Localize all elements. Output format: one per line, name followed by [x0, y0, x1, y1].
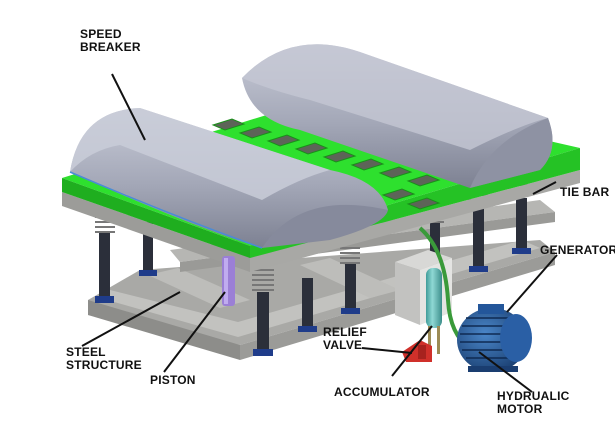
leader-speed-breaker — [111, 73, 146, 141]
label-generator: GENERATOR — [540, 243, 615, 257]
base-plate — [62, 170, 580, 272]
leader-lines — [81, 73, 558, 393]
label-steel-structure: STEEL STRUCTURE — [66, 345, 142, 372]
label-speed-breaker: SPEED BREAKER — [80, 27, 141, 54]
leader-piston — [163, 291, 226, 373]
label-hydraulic-motor: HYDRUALIC MOTOR — [497, 389, 570, 416]
leader-hydraulic-motor — [478, 351, 533, 393]
label-piston: PISTON — [150, 373, 196, 387]
hydraulic-housing — [395, 250, 452, 325]
hydraulic-motor-generator — [457, 304, 532, 372]
leader-steel-structure — [81, 291, 181, 347]
speed-breaker-humps — [69, 44, 553, 249]
relief-valve — [402, 340, 432, 362]
label-accumulator: ACCUMULATOR — [334, 385, 430, 399]
label-relief-valve: RELIEF VALVE — [323, 325, 367, 352]
accumulator — [426, 268, 442, 354]
piston — [222, 256, 235, 306]
leader-tie-bar — [532, 181, 557, 195]
leader-relief-valve — [361, 347, 413, 354]
leader-generator — [506, 254, 558, 313]
leader-accumulator — [391, 325, 433, 377]
support-columns — [95, 198, 531, 356]
label-tie-bar: TIE BAR — [560, 185, 610, 199]
